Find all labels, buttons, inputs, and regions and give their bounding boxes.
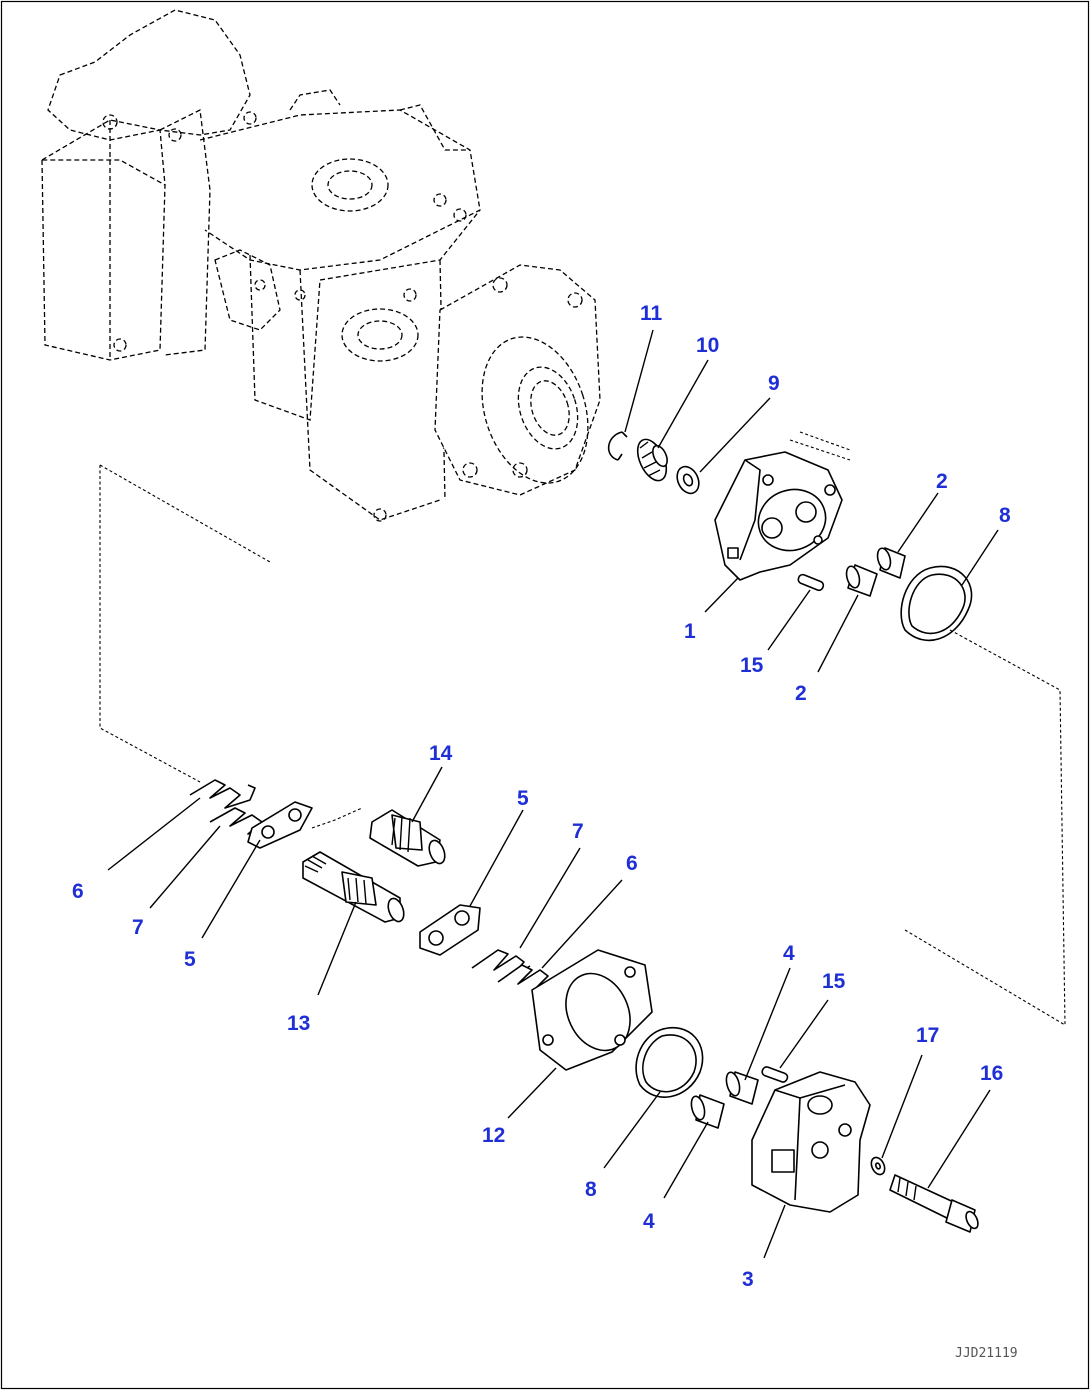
pump-cover-part: [751, 1071, 871, 1213]
callout-17: 17: [916, 1024, 939, 1047]
bolt-part: [889, 1174, 979, 1233]
callout-6: 6: [72, 880, 84, 903]
drive-shaft-part: [302, 851, 405, 923]
bushing-part: [690, 1094, 725, 1129]
bushing-part: [876, 547, 906, 579]
driven-gear-part: [369, 809, 446, 867]
gear-case-part: [531, 949, 653, 1071]
callout-4: 4: [643, 1210, 655, 1233]
callout-2: 2: [795, 682, 807, 705]
callout-2: 2: [936, 470, 948, 493]
callout-5: 5: [184, 948, 196, 971]
callout-14: 14: [429, 742, 453, 765]
callout-5: 5: [517, 787, 529, 810]
diagram-code: JJD21119: [955, 1346, 1018, 1361]
callout-13: 13: [287, 1012, 310, 1035]
callout-10: 10: [696, 334, 719, 357]
spring-part: [189, 779, 256, 809]
pin-part: [761, 1066, 789, 1083]
callout-11: 11: [640, 302, 663, 325]
callout-4: 4: [783, 942, 795, 965]
side-plate-part: [419, 904, 481, 956]
pin-part: [797, 573, 825, 592]
callout-labels: 11 10 9 2 8 1 15 2 14 5 7 6 6 7 5 13 4 1…: [72, 302, 1011, 1291]
callout-7: 7: [132, 916, 144, 939]
o-ring-part: [635, 1027, 704, 1098]
callout-9: 9: [768, 372, 780, 395]
callout-7: 7: [572, 820, 584, 843]
assembly-guide-lines: [99, 464, 1066, 1026]
callout-8: 8: [999, 504, 1011, 527]
callout-16: 16: [980, 1062, 1003, 1085]
callout-1: 1: [684, 620, 696, 643]
callout-15: 15: [740, 654, 764, 677]
callout-6: 6: [626, 852, 638, 875]
o-ring-part: [900, 565, 973, 642]
bushing-part: [725, 1071, 759, 1105]
main-pump-assembly: [41, 9, 601, 522]
bushing-part: [845, 564, 878, 597]
callout-12: 12: [482, 1124, 505, 1147]
callout-15: 15: [822, 970, 846, 993]
bearing-part: [636, 438, 668, 482]
callout-3: 3: [742, 1268, 754, 1291]
gear-pump-body-part: [714, 431, 851, 581]
leader-lines: [107, 329, 999, 1259]
callout-8: 8: [585, 1178, 597, 1201]
side-plate-part: [247, 801, 313, 849]
washer-part: [676, 465, 700, 495]
snap-ring-part: [607, 431, 628, 461]
washer-part: [870, 1156, 886, 1176]
